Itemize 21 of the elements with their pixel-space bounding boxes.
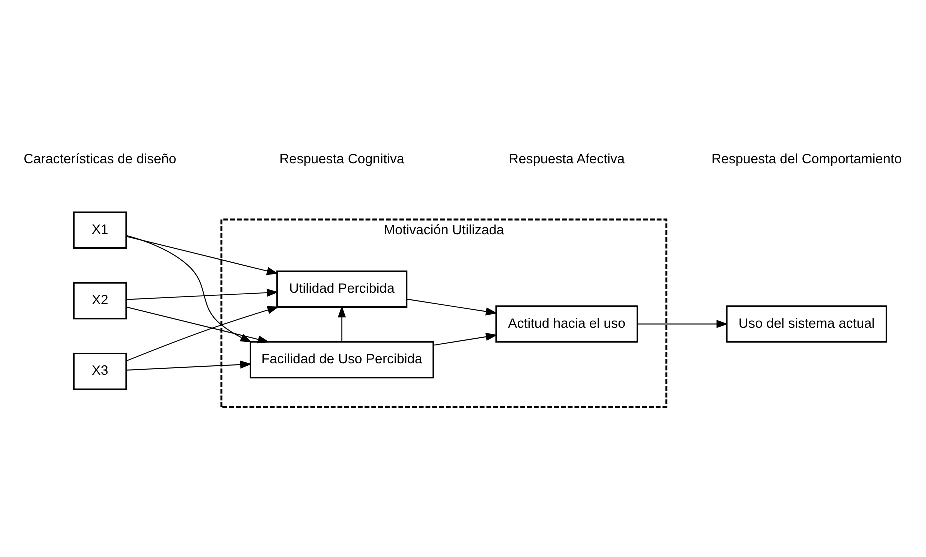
- arrow: [126, 360, 252, 371]
- arrow: [338, 306, 346, 343]
- arrow: [433, 333, 498, 346]
- arrow: [406, 298, 498, 316]
- node-box: X1: [73, 212, 128, 249]
- node-box: Facilidad de Uso Percibida: [250, 341, 434, 379]
- label: Características de diseño: [24, 151, 177, 166]
- label: Respuesta Afectiva: [509, 151, 625, 166]
- node-box: X3: [73, 352, 128, 390]
- arrow: [637, 320, 728, 328]
- label: Respuesta del Comportamiento: [712, 151, 902, 166]
- arrow: [126, 306, 280, 362]
- node-box: Uso del sistema actual: [726, 306, 888, 343]
- node-box: Utilidad Percibida: [276, 270, 408, 308]
- node-box: Actitud hacia el uso: [496, 306, 638, 343]
- label: Respuesta Cognitiva: [280, 151, 405, 166]
- node-box: X2: [73, 282, 128, 320]
- arrow: [126, 288, 279, 300]
- arrow: [126, 306, 270, 344]
- arrow: [126, 236, 279, 276]
- arrow: [126, 235, 252, 343]
